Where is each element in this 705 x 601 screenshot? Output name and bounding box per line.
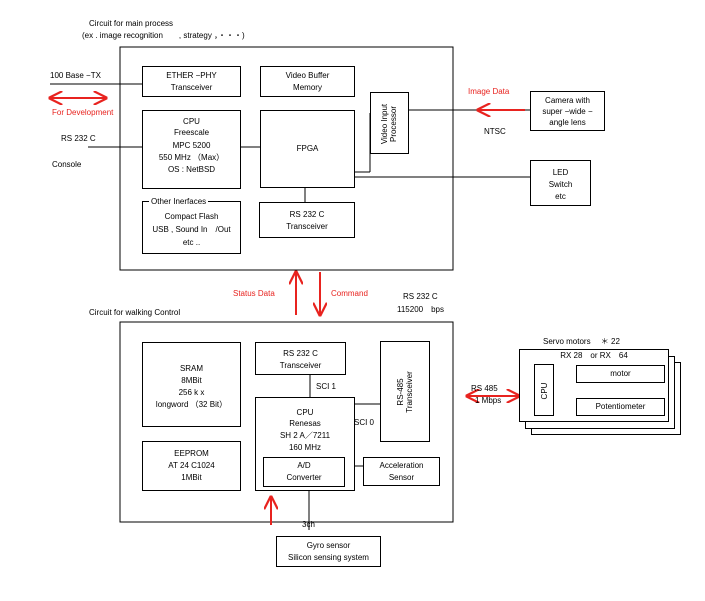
image-data-label: Image Data [468, 87, 510, 96]
ntsc-label: NTSC [484, 127, 506, 136]
fpga-box: FPGA [260, 110, 355, 188]
sci1-label: SCI 1 [316, 382, 337, 391]
gyro-sensor-box: Gyro sensor Silicon sensing system [276, 536, 381, 567]
ether-phy-box: ETHER −PHY Transceiver [142, 66, 241, 97]
main-rs232-transceiver-box: RS 232 C Transceiver [259, 202, 355, 238]
walking-rs232-transceiver-box: RS 232 C Transceiver [255, 342, 346, 375]
main-board-frame [119, 46, 454, 271]
led-switch-box: LED Switch etc [530, 160, 591, 206]
link-baud-label: 115200 bps [397, 305, 444, 314]
walking-cpu-box: CPU Renesas SH 2 A／7211 160 MHz A/D Conv… [255, 397, 355, 491]
rs485-speed-label: 1 Mbps [475, 396, 502, 405]
video-input-processor-box: Video Input Processor [370, 92, 409, 154]
command-label: Command [331, 289, 368, 298]
walking-circuit-title: Circuit for walking Control [89, 308, 181, 317]
walking-board-frame [119, 321, 454, 523]
adc-box: A/D Converter [263, 457, 345, 487]
camera-box: Camera with super −wide − angle lens [530, 91, 605, 131]
main-cpu-box: CPU Freescale MPC 5200 550 MHz （Max） OS … [142, 110, 241, 189]
servo-motor-box: motor [576, 365, 665, 383]
for-development-label: For Development [52, 108, 114, 117]
sram-box: SRAM 8MBit 256 k x longword （32 Bit） [142, 342, 241, 427]
other-interfaces-box: Other Inerfaces Compact Flash USB , Soun… [142, 197, 241, 254]
servo-card: RX 28 or RX 64 CPU motor Potentiometer [519, 349, 669, 422]
acceleration-sensor-box: Acceleration Sensor [363, 457, 440, 486]
servo-potentiometer-box: Potentiometer [576, 398, 665, 416]
link-rs232-label: RS 232 C [403, 292, 438, 301]
video-buffer-box: Video Buffer Memory [260, 66, 355, 97]
status-data-label: Status Data [233, 289, 275, 298]
rs485-bus-label: RS 485 [471, 384, 498, 393]
rs485-transceiver-box: RS-485 Transceiver [380, 341, 430, 442]
console-label: Console [52, 160, 82, 169]
main-circuit-title: Circuit for main process [89, 19, 174, 28]
gyro-channels-label: 3ch [302, 520, 315, 529]
rs232-label: RS 232 C [61, 134, 96, 143]
ethernet-label: 100 Base −TX [50, 71, 101, 80]
servo-title: Servo motors ＊ 22 [543, 337, 620, 346]
servo-cpu-box: CPU [534, 364, 554, 416]
eeprom-box: EEPROM AT 24 C1024 1MBit [142, 441, 241, 491]
main-circuit-subtitle: (ex . image recognition , strategy ，・・・) [82, 31, 245, 40]
sci0-label: SCI 0 [354, 418, 375, 427]
